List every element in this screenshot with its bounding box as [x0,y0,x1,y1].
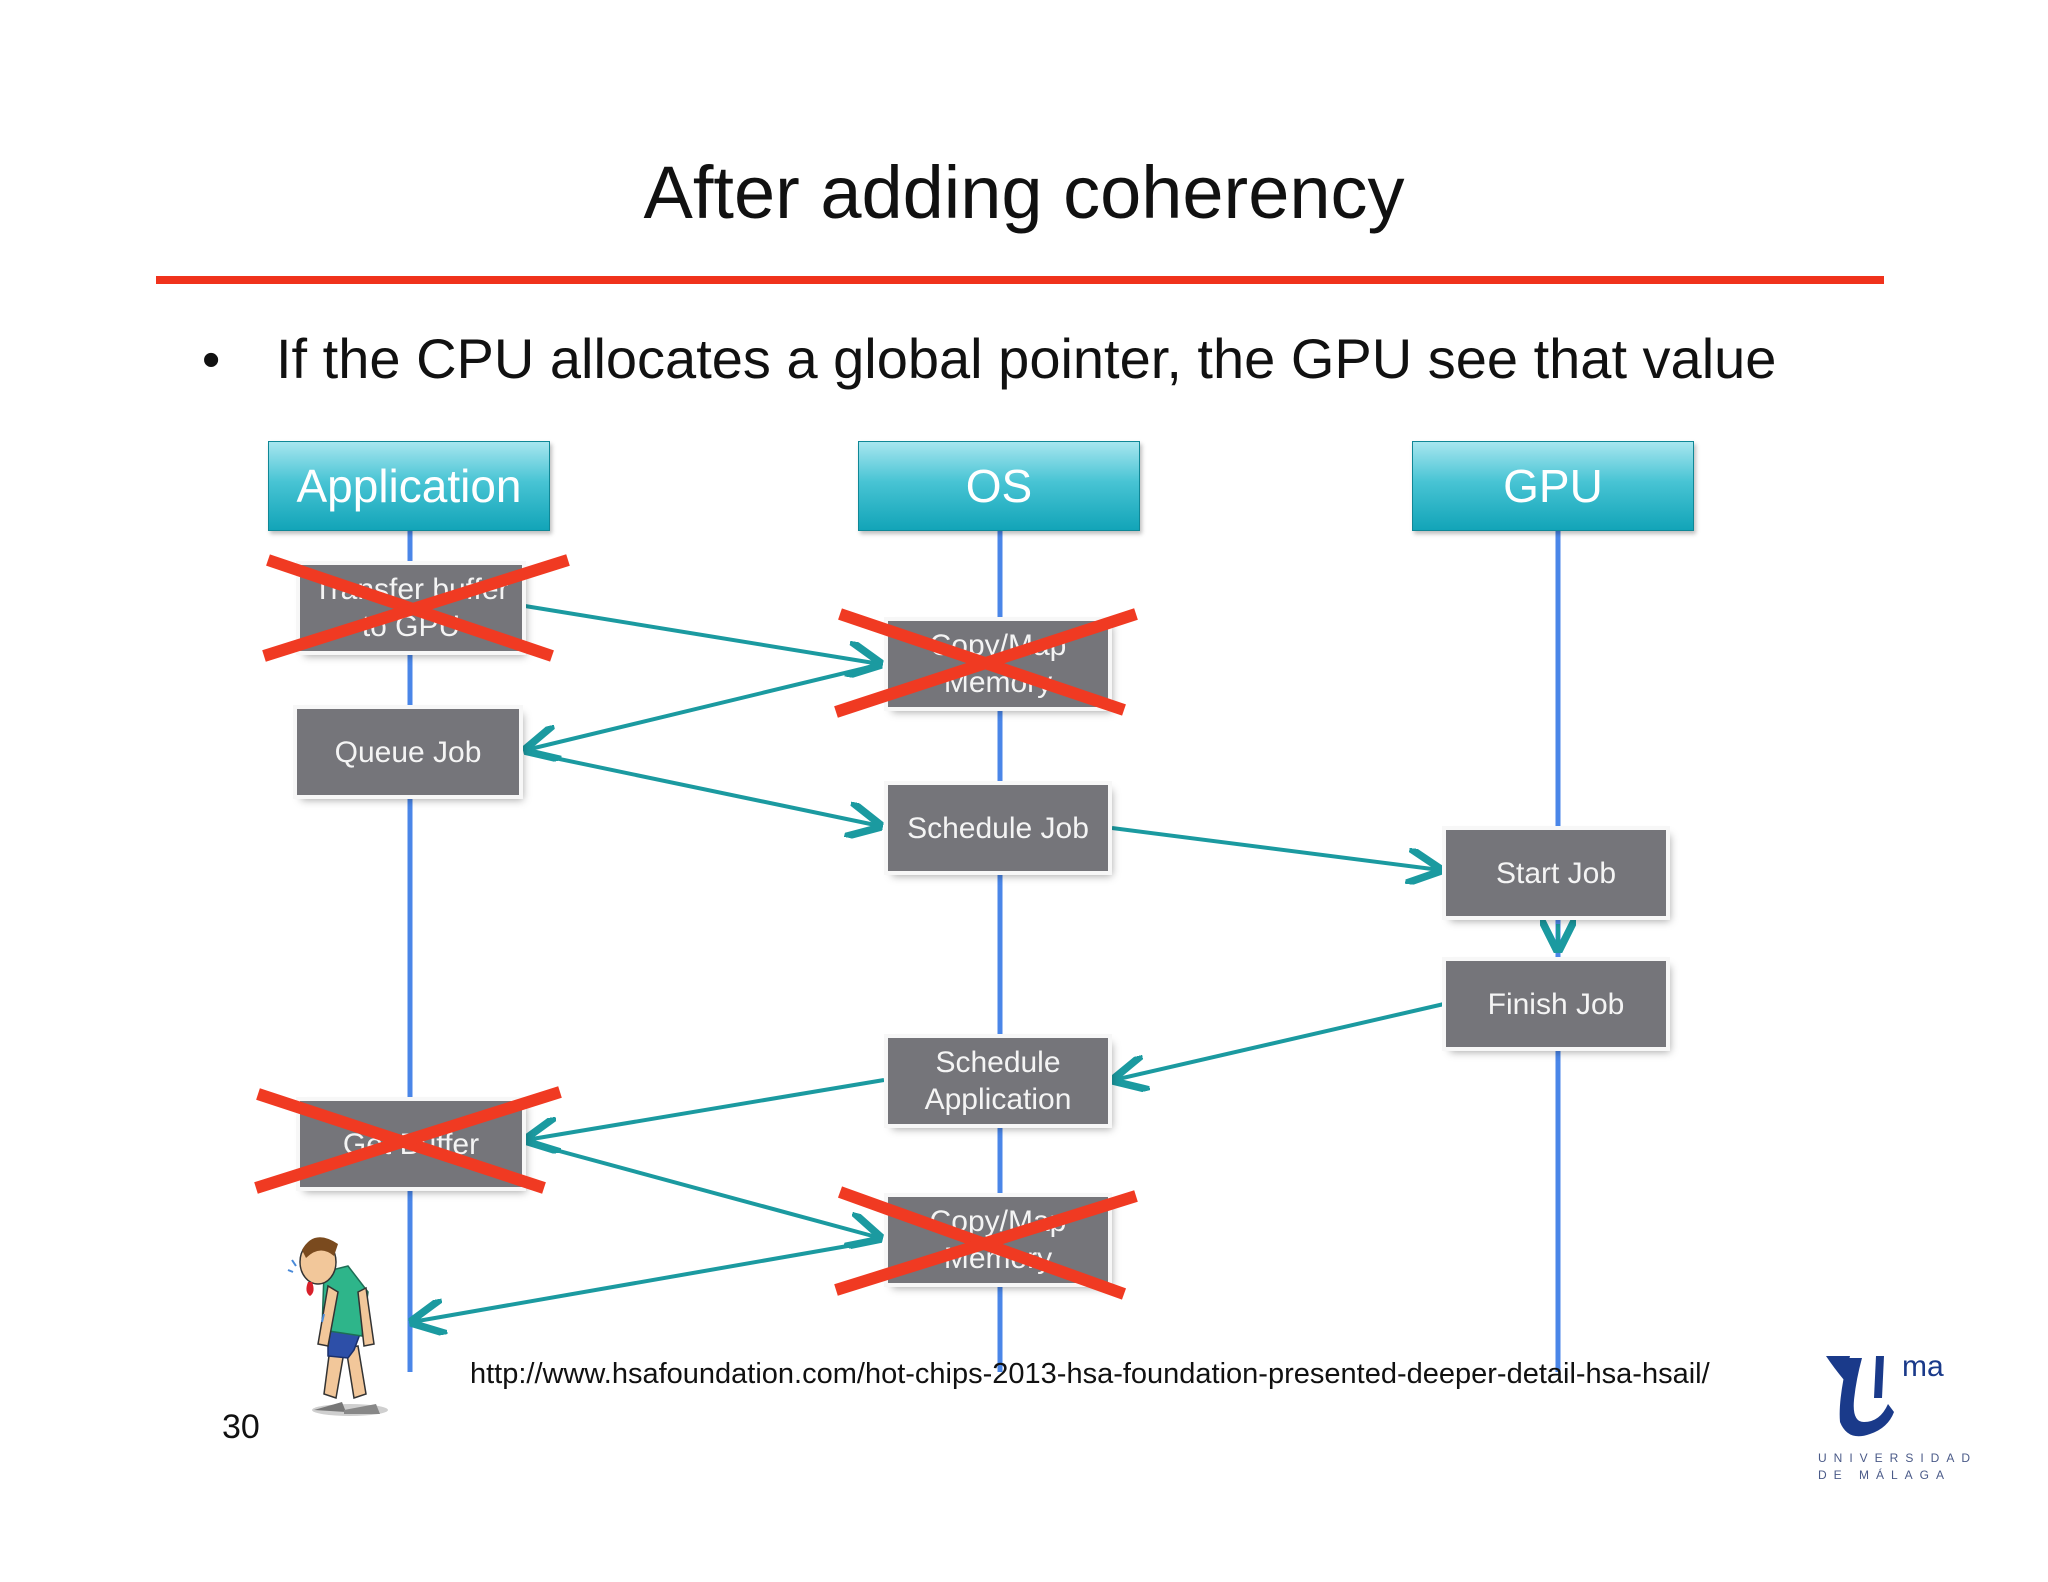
university-name-line-2: DE MÁLAGA [1818,1468,1952,1482]
step-schedule-application: Schedule Application [884,1034,1112,1128]
slide-title: After adding coherency [643,151,1405,234]
arrow-schedule-to-start [1111,826,1440,870]
logo-ma-text: ma [1902,1350,1944,1383]
lane-header-gpu: GPU [1412,441,1694,531]
arrow-copymap-to-app [412,1238,883,1322]
step-finish-job: Finish Job [1442,957,1670,1051]
bullet-marker: • [202,331,221,389]
title-rule [156,276,1884,284]
page-number: 30 [222,1408,260,1446]
lane-header-os: OS [858,441,1140,531]
university-name-line-1: UNIVERSIDAD [1818,1451,1978,1465]
arrow-schedapp-to-getbuffer [526,1078,885,1140]
arrow-getbuffer-to-copymap [525,1140,880,1238]
step-schedule-job: Schedule Job [884,781,1112,875]
cross-mark-transfer-buffer [262,554,570,662]
universidad-malaga-logo-mark [1826,1356,1894,1437]
tired-runner-illustration [287,1237,388,1416]
cross-mark-copy-map-1 [834,608,1138,718]
lane-header-application: Application [268,441,550,531]
step-start-job: Start Job [1442,826,1670,920]
cross-mark-copy-map-2 [834,1186,1138,1300]
bullet-text: If the CPU allocates a global pointer, t… [276,327,1777,390]
step-queue-job: Queue Job [293,705,523,799]
source-url: http://www.hsafoundation.com/hot-chips-2… [470,1358,1710,1390]
university-name: UNIVERSIDAD DE MÁLAGA [1818,1450,1977,1484]
arrow-copymap-to-queue [526,662,883,750]
arrow-transfer-to-copymap [524,604,880,664]
arrow-finish-to-schedapp [1114,1002,1445,1080]
cross-mark-get-buffer [254,1086,562,1194]
arrow-queue-to-schedule [525,750,880,826]
